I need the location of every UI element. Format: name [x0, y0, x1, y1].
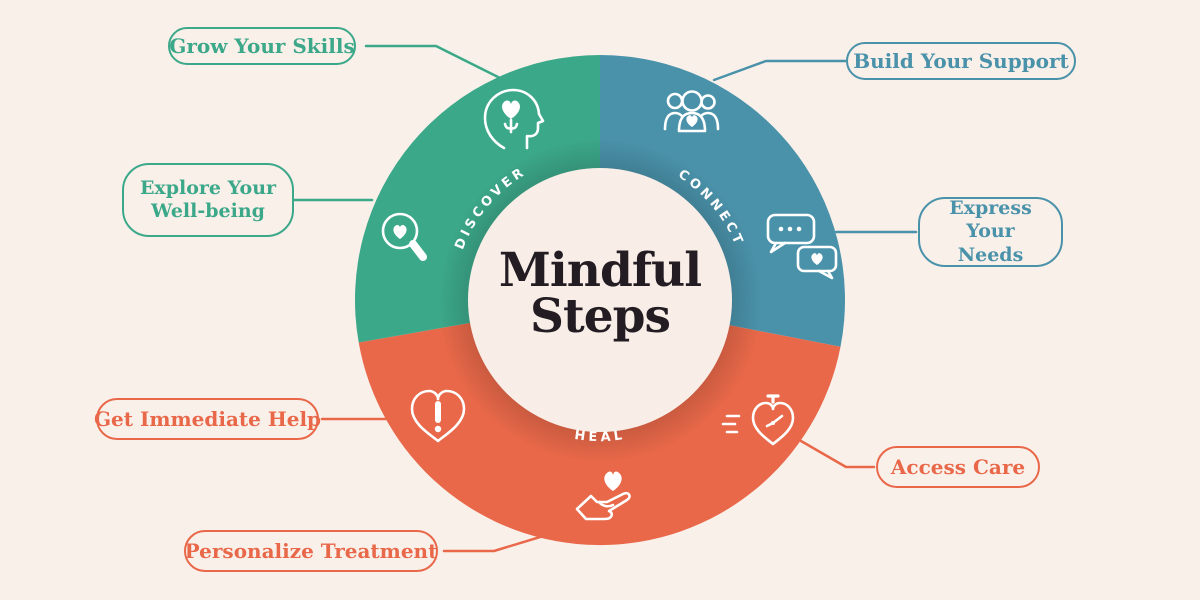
callout-access-care: Access Care	[876, 446, 1040, 488]
wheel-title-line1: Mindful	[498, 243, 702, 298]
heart-exclamation-icon	[410, 389, 466, 443]
connector-build-your-support	[712, 59, 848, 82]
callout-explore-your-well-being: Explore Your Well-being	[122, 163, 294, 237]
callout-grow-your-skills: Grow Your Skills	[168, 27, 356, 65]
connector-grow-your-skills	[364, 44, 502, 80]
head-heart-icon	[483, 88, 545, 150]
callout-label: Express Your Needs	[949, 197, 1032, 266]
callout-build-your-support: Build Your Support	[846, 42, 1076, 80]
people-group-icon	[663, 90, 720, 133]
wheel-title-line2: Steps	[530, 289, 671, 345]
callout-label: Explore Your Well-being	[139, 176, 277, 222]
callout-label: Build Your Support	[853, 48, 1069, 73]
chat-bubbles-icon	[766, 213, 838, 280]
callout-label: Get Immediate Help	[93, 406, 322, 431]
callout-label: Access Care	[890, 454, 1026, 479]
callout-express-your-needs: Express Your Needs	[918, 197, 1063, 267]
wheel-title: Mindful Steps	[450, 243, 750, 345]
callout-label: Personalize Treatment	[184, 538, 438, 563]
heart-stopwatch-icon	[721, 394, 795, 446]
center-disc	[468, 168, 732, 432]
magnifier-heart-icon	[381, 212, 427, 261]
connector-personalize-treatment	[442, 532, 552, 553]
hand-heart-icon	[575, 471, 631, 521]
callout-label: Grow Your Skills	[169, 33, 355, 58]
callout-get-immediate-help: Get Immediate Help	[93, 398, 322, 440]
callout-personalize-treatment: Personalize Treatment	[184, 530, 438, 572]
connector-access-care	[799, 439, 876, 469]
ring-label-heal: HEAL	[573, 428, 626, 445]
